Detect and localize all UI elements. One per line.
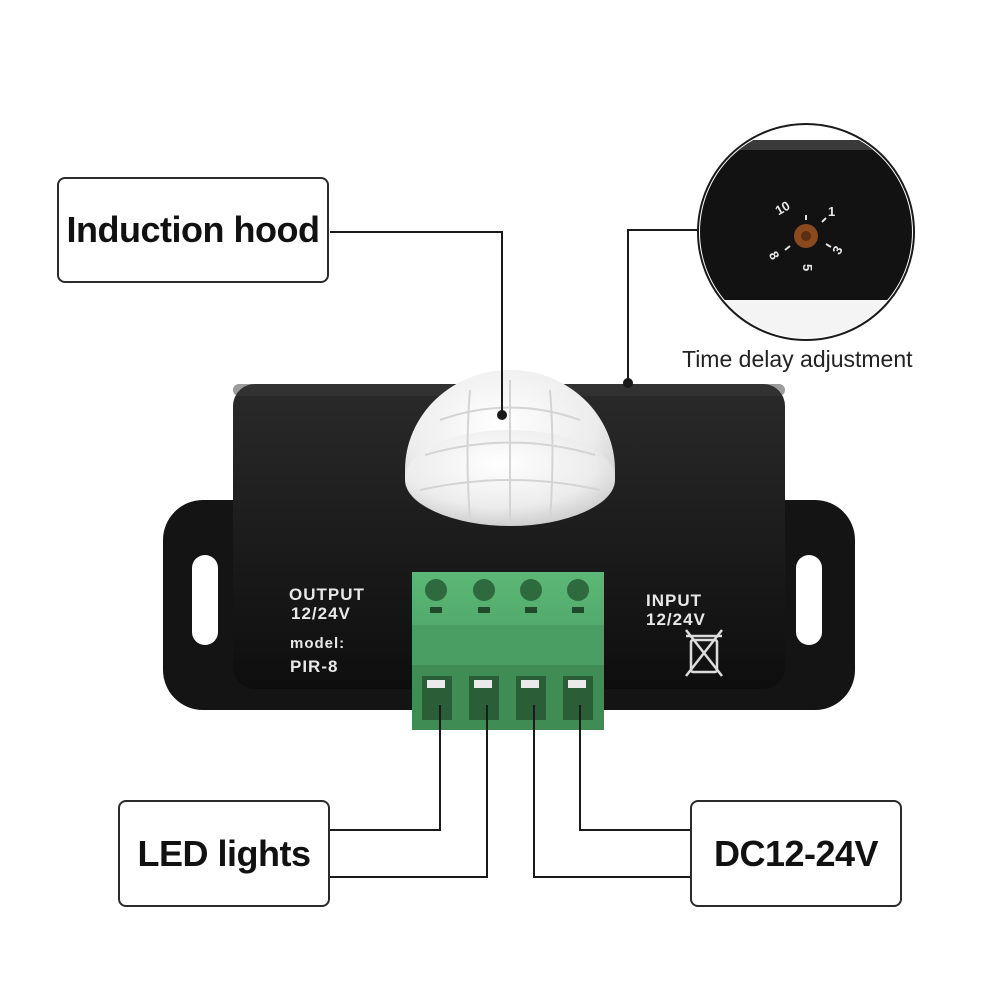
- dc-voltage-label: DC12-24V: [713, 832, 879, 874]
- model-label: model:: [290, 635, 346, 652]
- input-voltage: 12/24V: [646, 610, 706, 629]
- model-value: PIR-8: [290, 657, 339, 676]
- induction-hood-callout: Induction hood: [57, 177, 329, 283]
- output-label: OUTPUT: [289, 585, 365, 604]
- led-lights-label: LED lights: [137, 832, 312, 874]
- time-delay-caption: Time delay adjustment: [682, 346, 913, 372]
- time-delay-inset: 10 1 3 5 8: [697, 123, 915, 341]
- terminal-block: [412, 572, 604, 730]
- led-lights-callout: LED lights: [118, 800, 330, 907]
- weee-bin-icon: [685, 629, 723, 677]
- output-voltage: 12/24V: [291, 604, 351, 623]
- input-label: INPUT: [646, 591, 702, 610]
- induction-hood-label: Induction hood: [66, 209, 320, 250]
- dial-mark: 10: [773, 198, 793, 218]
- mounting-hole-right: [796, 555, 822, 645]
- callout-lines: [330, 229, 697, 878]
- pir-dome: [405, 370, 615, 526]
- dial-mark: 1: [828, 204, 835, 219]
- mounting-hole-left: [192, 555, 218, 645]
- dc-voltage-callout: DC12-24V: [690, 800, 902, 907]
- dial-mark: 5: [800, 264, 815, 271]
